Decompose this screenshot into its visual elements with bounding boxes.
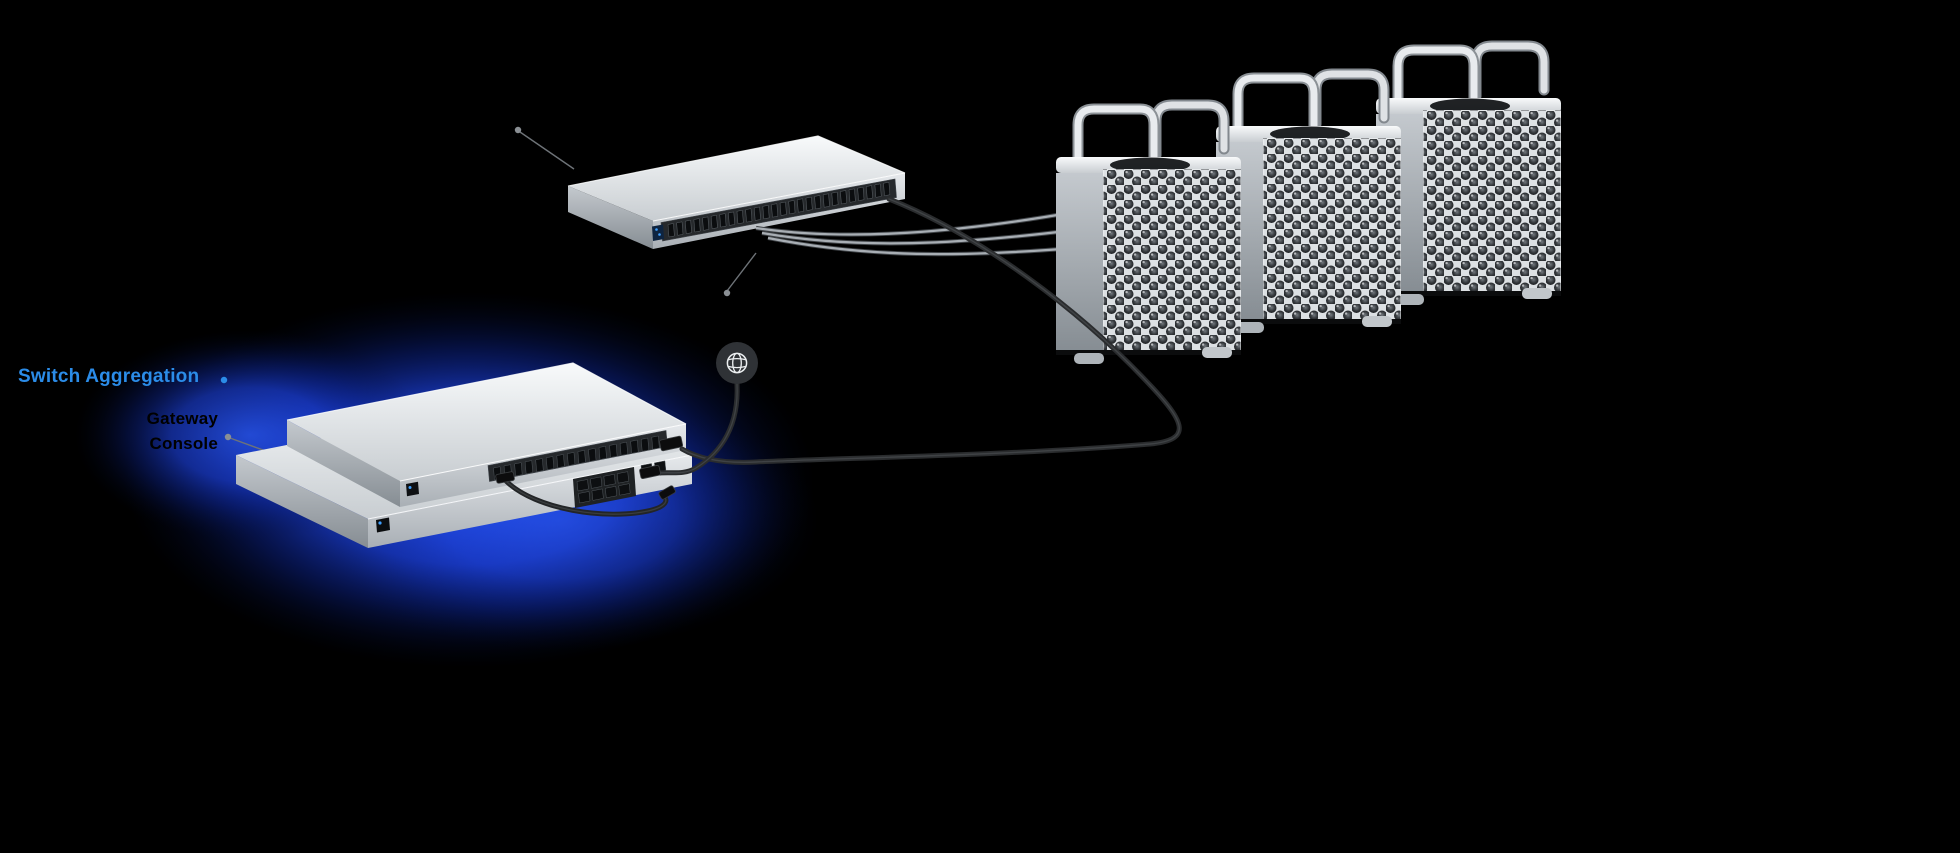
port	[865, 185, 873, 200]
port	[514, 462, 523, 477]
port	[848, 188, 856, 203]
server-towers	[1056, 46, 1561, 364]
port	[736, 209, 744, 225]
port	[719, 213, 727, 228]
console-stack	[236, 362, 693, 548]
leader-dot-left	[224, 433, 232, 441]
switch-aggregation-label: Switch Aggregation	[18, 366, 200, 387]
port	[588, 447, 597, 462]
server-tower-1	[1056, 105, 1241, 364]
cable-connectors	[495, 435, 684, 500]
port	[616, 471, 629, 484]
console-label: Console	[149, 434, 218, 453]
silver-cables	[755, 209, 1076, 257]
status-display	[652, 224, 664, 241]
port	[567, 452, 576, 466]
port	[676, 221, 684, 236]
switch-display	[406, 481, 419, 497]
port	[545, 456, 555, 471]
port	[814, 195, 822, 210]
port	[535, 458, 544, 473]
port	[524, 460, 534, 475]
server-tower-3	[1376, 46, 1561, 305]
port	[797, 198, 804, 213]
port	[874, 183, 882, 198]
leader-dot-top	[514, 126, 522, 134]
port	[598, 445, 607, 460]
port	[556, 454, 565, 468]
port	[753, 206, 761, 221]
port	[667, 223, 675, 238]
gateway-label: Gateway	[146, 409, 218, 428]
uplink-switch	[567, 135, 906, 249]
port	[590, 476, 603, 489]
port	[840, 190, 848, 205]
port	[618, 483, 631, 496]
port	[605, 485, 618, 499]
port	[630, 439, 639, 454]
port	[831, 191, 839, 206]
port	[640, 437, 650, 452]
port	[728, 211, 736, 226]
port	[609, 443, 618, 458]
port	[762, 205, 770, 220]
port	[702, 216, 710, 231]
server-tower-2	[1216, 74, 1401, 333]
port	[651, 435, 660, 450]
port	[619, 441, 628, 456]
leader-dot-mid	[723, 289, 731, 297]
port	[693, 218, 701, 233]
globe-icon	[716, 342, 758, 384]
port	[805, 196, 813, 211]
aggregation-switch-device	[286, 362, 687, 507]
port	[603, 473, 616, 487]
port	[771, 203, 779, 218]
label-dot	[220, 376, 228, 384]
uplink-switch-ports	[667, 181, 891, 238]
port	[576, 479, 589, 492]
port	[788, 200, 796, 215]
port	[684, 219, 692, 234]
gateway-display	[376, 517, 390, 533]
port	[857, 186, 865, 201]
port	[578, 491, 591, 504]
port	[779, 201, 787, 216]
port	[591, 488, 604, 501]
dark-cables	[503, 196, 1182, 517]
port	[822, 193, 830, 208]
port	[710, 214, 718, 230]
port	[883, 181, 891, 197]
port	[745, 208, 753, 223]
port	[577, 450, 586, 464]
